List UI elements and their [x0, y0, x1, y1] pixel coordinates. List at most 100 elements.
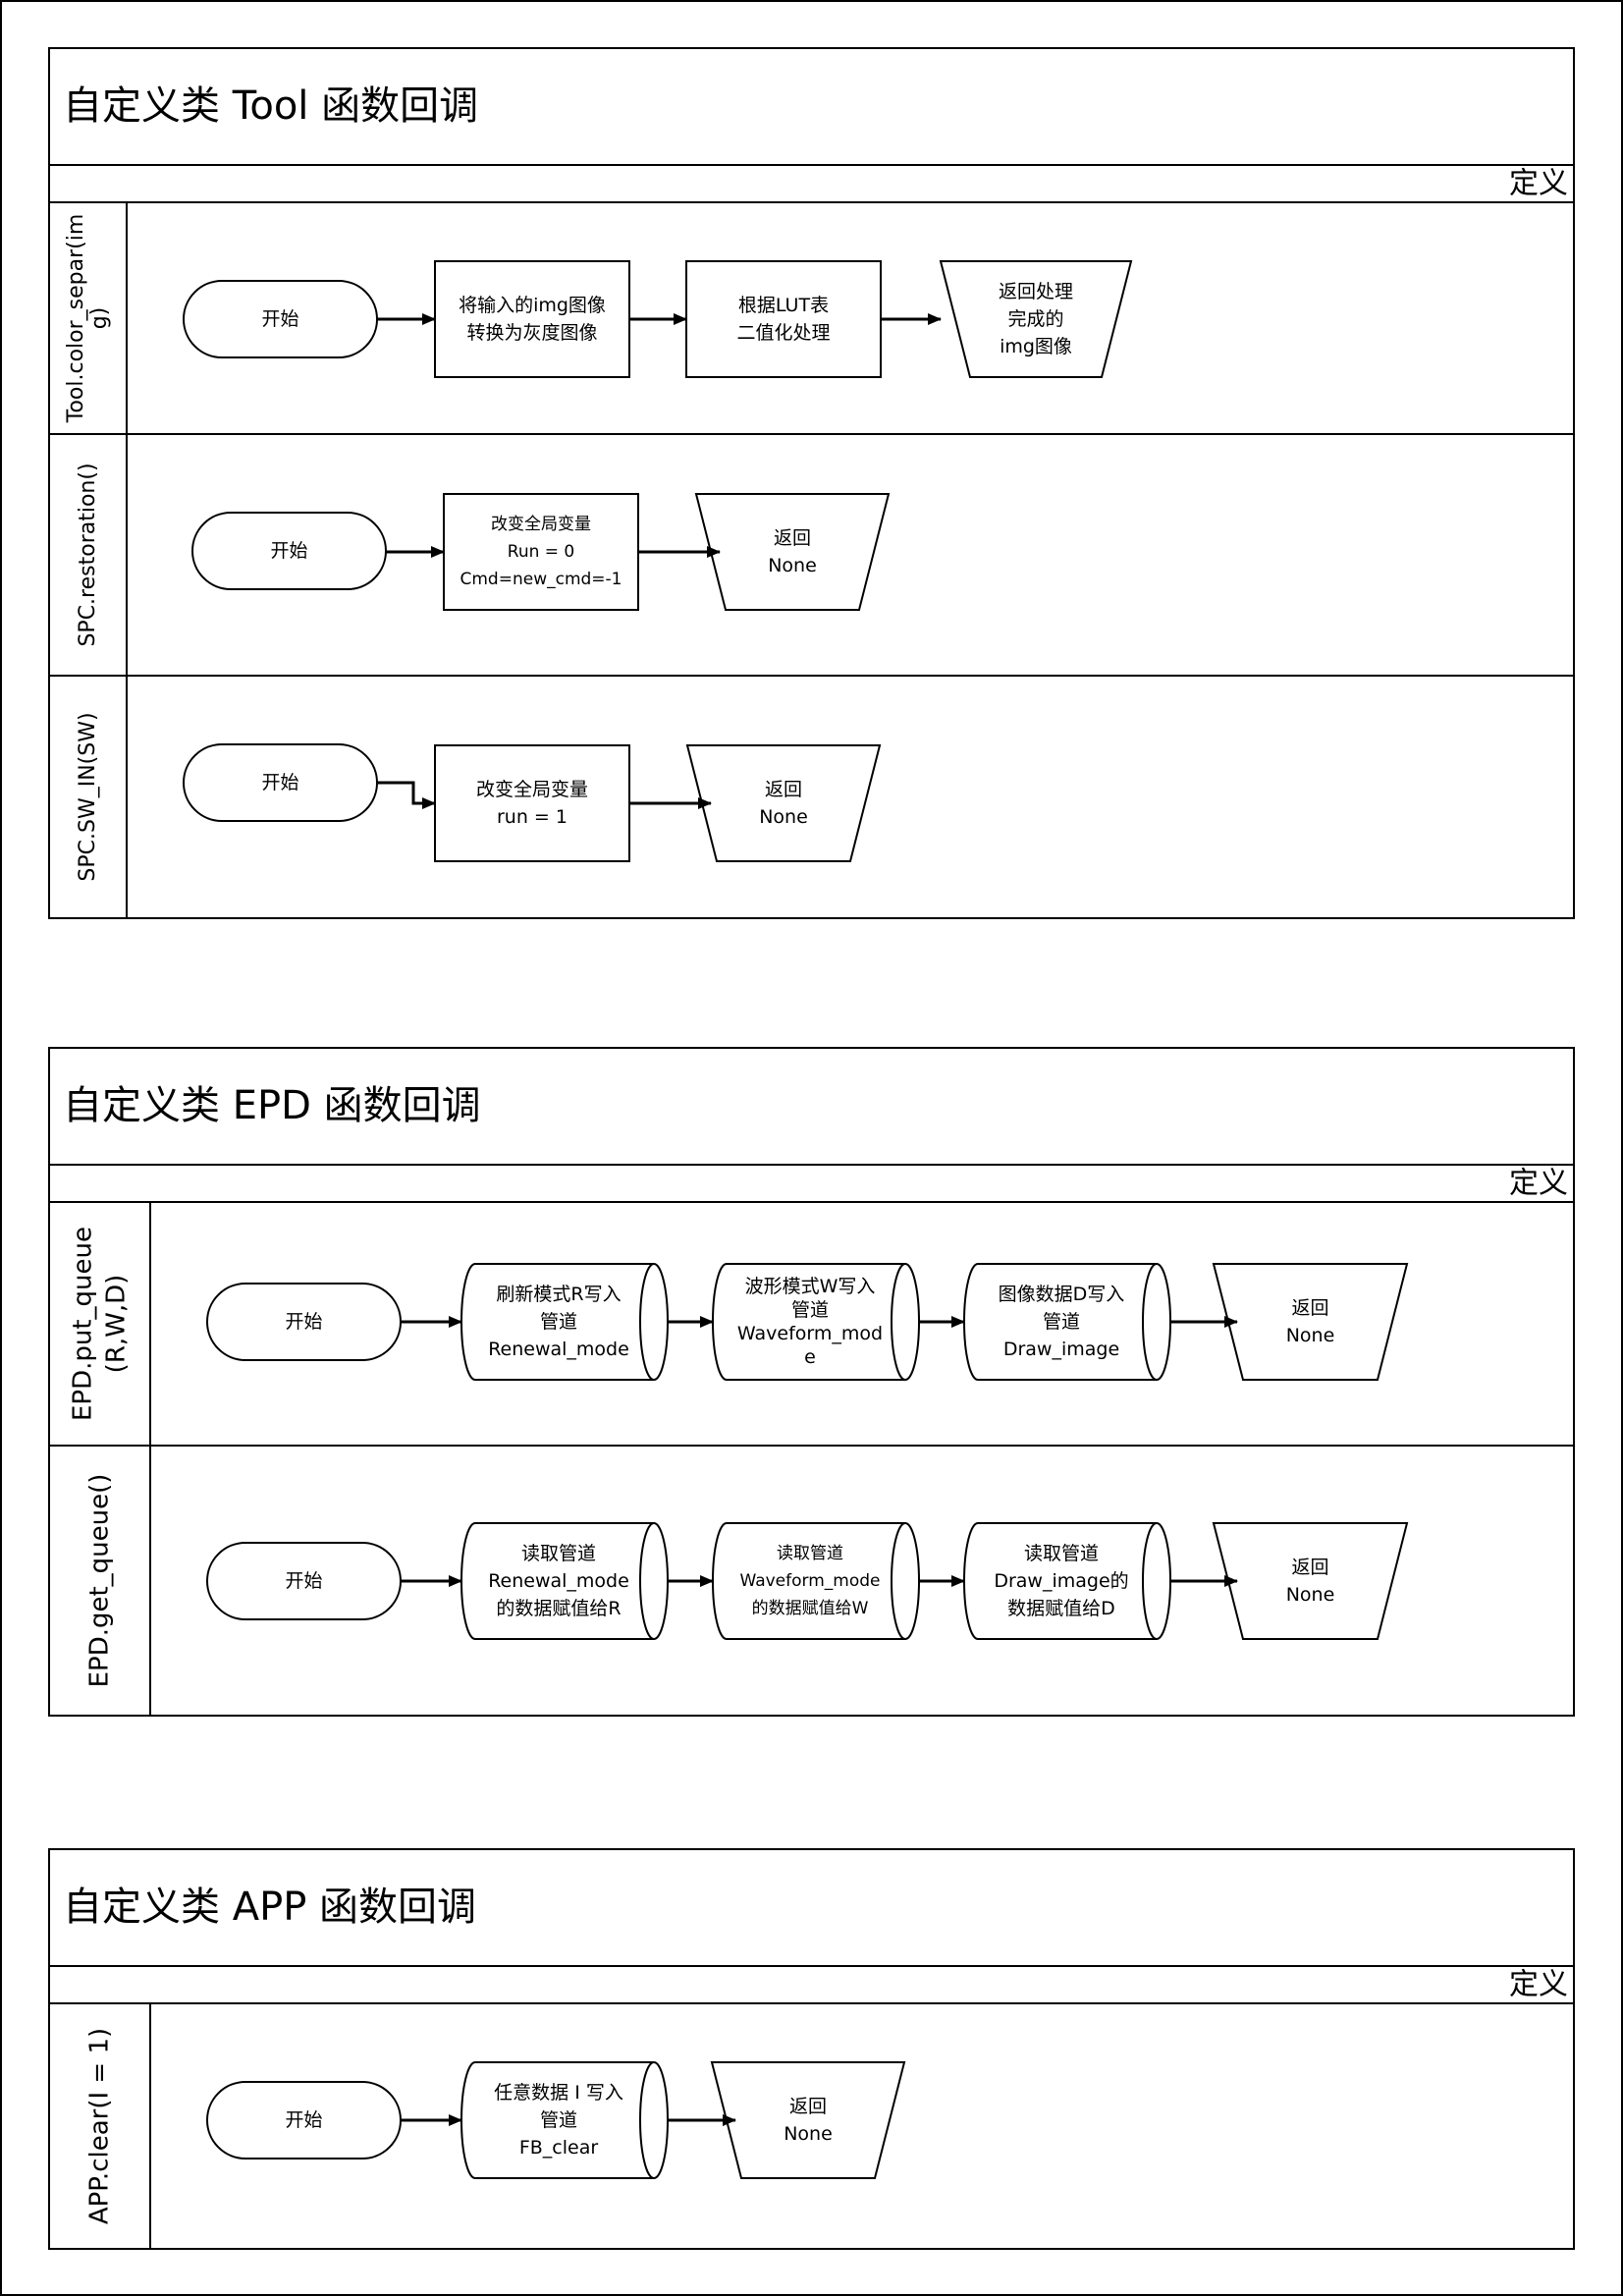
output-trapezoid [1212, 1263, 1409, 1381]
lane-label-line: EPD.put_queue [69, 1227, 98, 1421]
node-text-line: 开始 [261, 772, 298, 793]
section-frame [48, 1047, 1575, 1717]
node-text-line: 二值化处理 [736, 322, 830, 344]
definition-marker: 定义 [1509, 1167, 1568, 1201]
node-text-line: Waveform_mode [739, 1571, 880, 1591]
node-start: 开始 [206, 1283, 402, 1361]
node-text-line: 根据LUT表 [738, 295, 829, 316]
stored-data-inner-arc [1142, 1263, 1158, 1381]
node-text-line: 开始 [261, 308, 298, 330]
node-start: 开始 [206, 1542, 402, 1620]
node-text-line: 转换为灰度图像 [466, 322, 597, 344]
lane-label-line: Tool.color_separ(im [64, 214, 88, 424]
node-text-line: 开始 [285, 1570, 322, 1592]
node-text-line: 管道 [540, 1311, 577, 1333]
lane-label: SPC.SW_IN(SW) [76, 712, 100, 881]
lane-label-line: APP.clear(I = 1) [85, 2028, 115, 2224]
node-text-line: Run = 0 [508, 542, 574, 562]
lane-label: SPC.restoration() [76, 463, 100, 646]
node-text-line: Renewal_mode [488, 1570, 629, 1592]
node-start: 开始 [183, 280, 378, 358]
node-text-line: 的数据赋值给R [496, 1598, 621, 1619]
section-title: 自定义类 APP 函数回调 [63, 1885, 476, 1930]
stored-data-inner-arc [891, 1522, 906, 1640]
node-text-line: FB_clear [519, 2137, 599, 2159]
definition-marker: 定义 [1509, 1968, 1568, 2002]
node-text-line: 开始 [270, 540, 307, 562]
lane-label-line: (R,W,D) [102, 1275, 132, 1374]
process-box [685, 260, 882, 378]
lane-0: EPD.put_queue(R,W,D) 开始 刷新模式R写入管道Renewal_m… [69, 1227, 1409, 1421]
node-text-line: 改变全局变量 [491, 515, 591, 534]
stored-data-inner-arc [639, 1263, 655, 1381]
node-text-line: 开始 [285, 1311, 322, 1333]
section-frame [48, 47, 1575, 919]
node-return: 返回 None [694, 493, 891, 611]
node-text-line: 返回 [765, 779, 802, 800]
node-text-line: 将输入的img图像 [459, 295, 606, 316]
lane-label-line: g) [87, 307, 112, 330]
node-text-line: Cmd=new_cmd=-1 [460, 570, 622, 589]
process-box [434, 260, 630, 378]
lane-label: APP.clear(I = 1) [85, 2028, 115, 2224]
section-title: 自定义类 Tool 函数回调 [63, 83, 478, 129]
node-text-line: e [804, 1346, 816, 1368]
stored-data-inner-arc [639, 2061, 655, 2179]
node-text-line: 刷新模式R写入 [496, 1284, 621, 1305]
stored-data-inner-arc [639, 1522, 655, 1640]
node-text-line: 返回 [1291, 1297, 1328, 1319]
stored-data-inner-arc [1142, 1522, 1158, 1640]
node-text-line: None [759, 806, 808, 828]
flow-arrow [377, 781, 436, 809]
lane-label: EPD.put_queue(R,W,D) [69, 1227, 132, 1421]
output-trapezoid [685, 744, 882, 862]
lane-1: EPD.get_queue() 开始 读取管道 Renewal_mode 的数据赋值给R… [49, 1445, 1574, 1688]
node-text-line: 返回 [774, 527, 811, 549]
process-box [434, 744, 630, 862]
node-read-renewal: 读取管道 Renewal_mode 的数据赋值给R [460, 1522, 669, 1640]
node-text-line: 返回处理 [999, 281, 1073, 302]
section-frame [48, 1848, 1575, 2250]
node-text-line: 管道 [1043, 1311, 1080, 1333]
node-text-line: img图像 [1000, 336, 1072, 357]
node-text-line: 任意数据 I 写入 [494, 2082, 623, 2104]
node-text-line: None [1286, 1584, 1335, 1606]
node-text-line: None [768, 555, 817, 576]
node-text-line: 读取管道 [521, 1543, 596, 1564]
lane-label-line: EPD.get_queue() [85, 1474, 115, 1688]
section-1: 自定义类 EPD 函数回调定义EPD.put_queue(R,W,D)开始刷新模… [48, 1047, 1575, 1717]
output-trapezoid [710, 2061, 906, 2179]
node-text-line: 返回 [1291, 1557, 1328, 1578]
node-return: 返回 None [685, 744, 882, 862]
node-text-line: Waveform_mod [737, 1323, 883, 1344]
node-text-line: 读取管道 [1024, 1543, 1099, 1564]
output-trapezoid [694, 493, 891, 611]
definition-marker: 定义 [1509, 167, 1568, 201]
node-start: 开始 [191, 512, 387, 590]
lane-label-line: SPC.restoration() [76, 463, 100, 646]
stored-data-inner-arc [891, 1263, 906, 1381]
node-text-line: 管道 [791, 1299, 829, 1321]
output-trapezoid [939, 260, 1133, 378]
node-text-line: 图像数据D写入 [999, 1284, 1125, 1305]
node-start: 开始 [206, 2081, 402, 2159]
node-text-line: 完成的 [1007, 308, 1063, 330]
node-text-line: Draw_image [1003, 1339, 1119, 1360]
output-trapezoid [1212, 1522, 1409, 1640]
node-text-line: run = 1 [497, 806, 568, 828]
